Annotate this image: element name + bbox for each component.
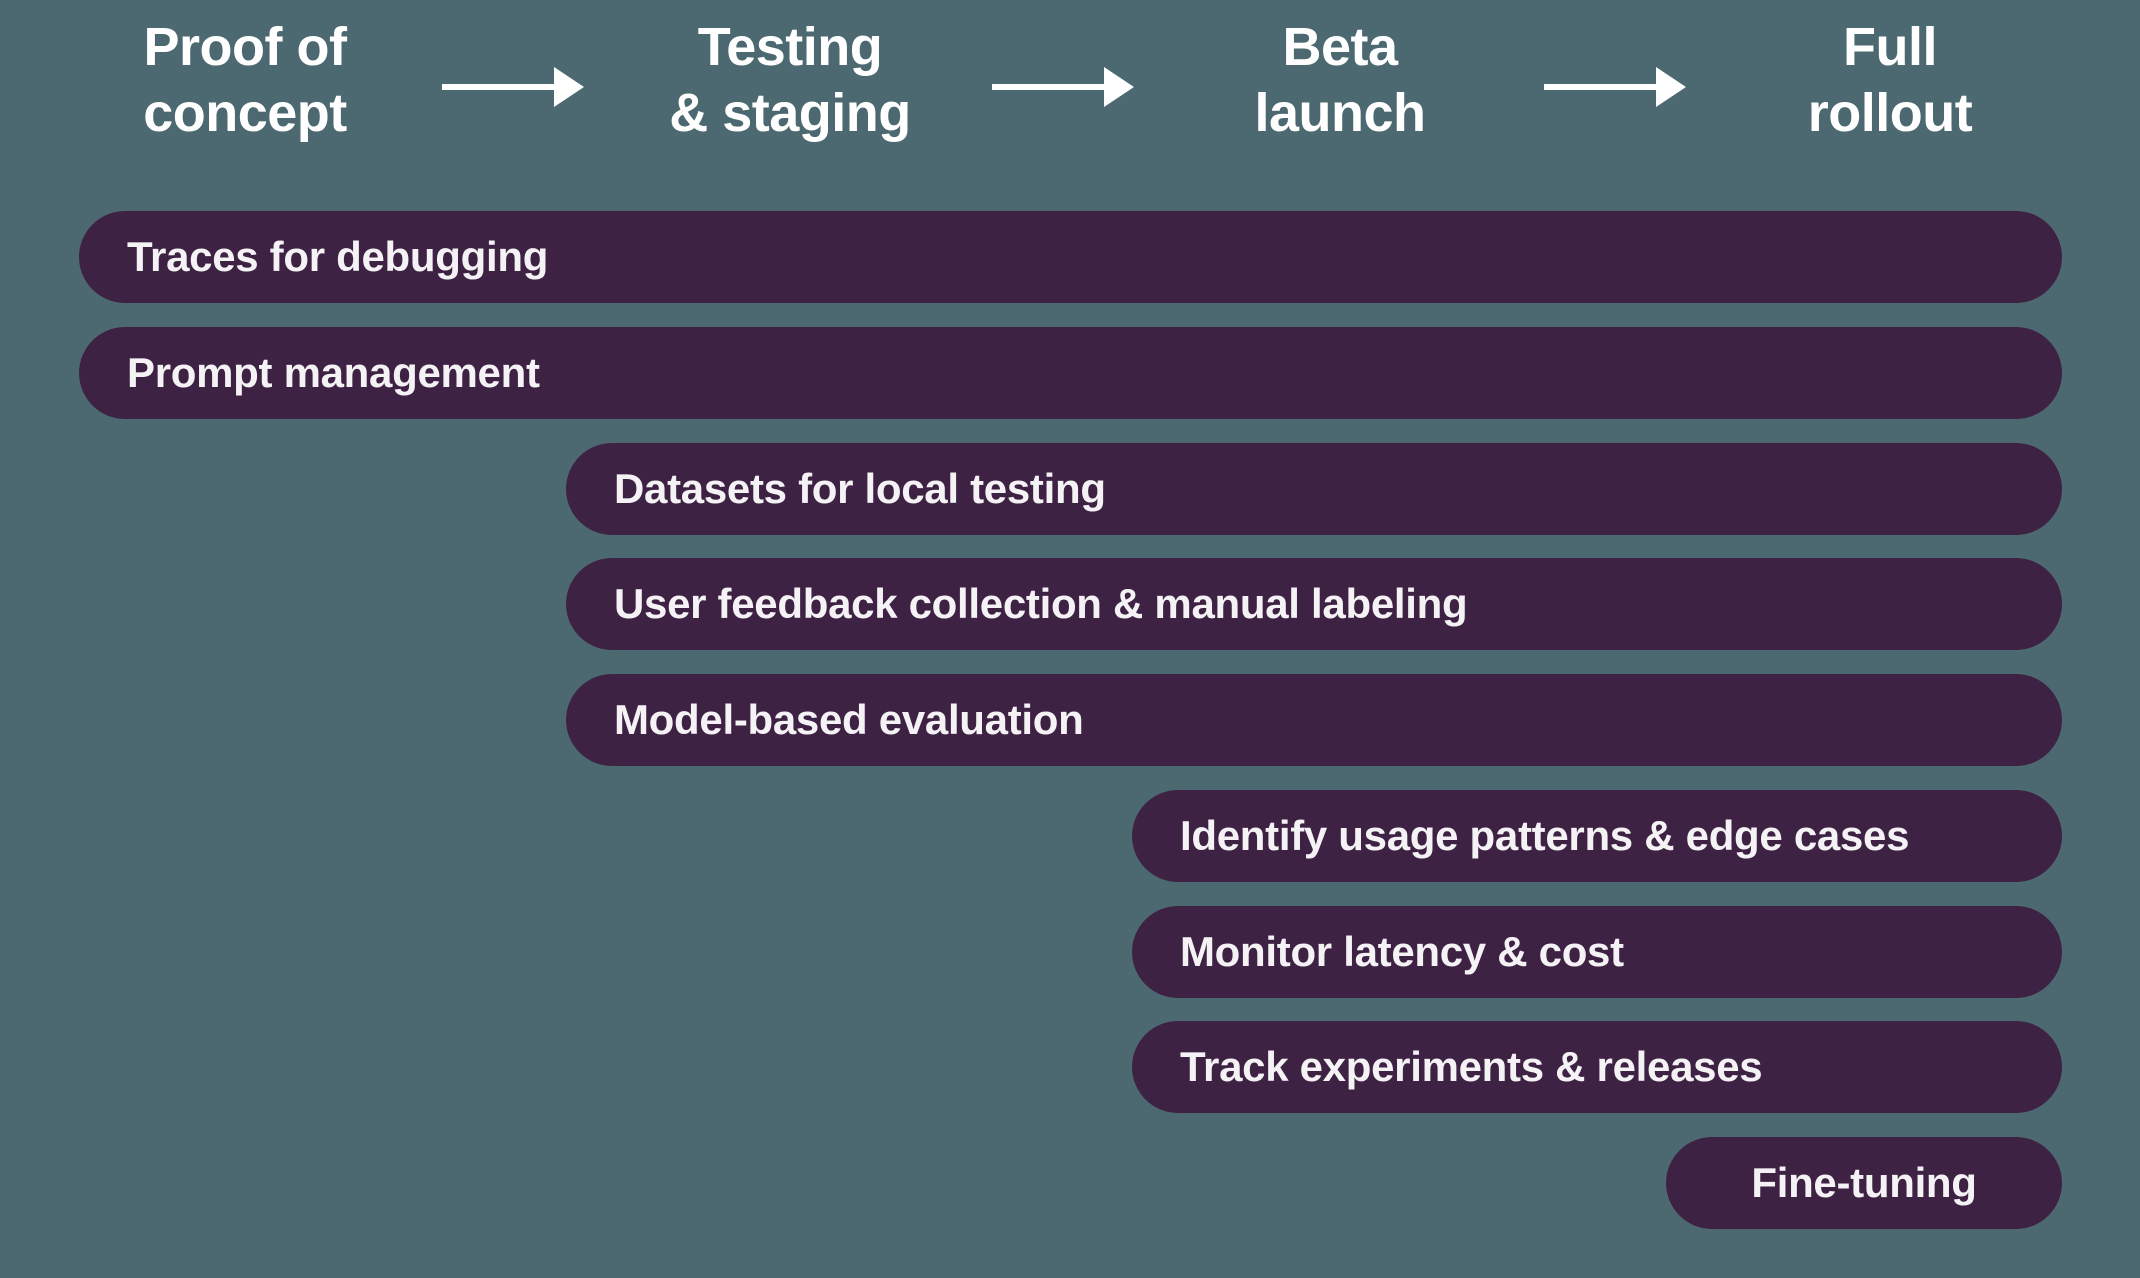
stage-label-line: Proof of (143, 17, 347, 77)
stage-label-line: & staging (669, 83, 911, 143)
stage-label-line: Beta (1282, 17, 1398, 77)
stage-label-line: concept (143, 83, 347, 143)
feature-bar: Traces for debugging (79, 211, 2062, 303)
feature-bar-label: Datasets for local testing (614, 465, 1106, 512)
arrow-right-icon (442, 67, 584, 107)
stage-label-testing-staging: Testing & staging (580, 14, 1000, 146)
feature-bar-label: Monitor latency & cost (1180, 928, 1624, 975)
feature-bar-label: Track experiments & releases (1180, 1043, 1763, 1090)
stage-label-line: Testing (697, 17, 883, 77)
stage-label-line: Full (1843, 17, 1937, 77)
arrow-right-icon (1544, 67, 1686, 107)
stage-label-proof-of-concept: Proof of concept (35, 14, 455, 146)
stage-label-full-rollout: Full rollout (1680, 14, 2100, 146)
stage-label-beta-launch: Beta launch (1130, 14, 1550, 146)
arrow-head (554, 67, 584, 107)
feature-bar: Monitor latency & cost (1132, 906, 2062, 998)
feature-bar-label: Identify usage patterns & edge cases (1180, 812, 1910, 859)
feature-bar-label: Fine-tuning (1751, 1159, 1977, 1206)
stage-label-line: launch (1254, 83, 1426, 143)
arrow-head (1656, 67, 1686, 107)
stage-label-line: rollout (1807, 83, 1973, 143)
feature-bar: Model-based evaluation (566, 674, 2062, 766)
feature-bar: Track experiments & releases (1132, 1021, 2062, 1113)
feature-bar: Datasets for local testing (566, 443, 2062, 535)
feature-bar: User feedback collection & manual labeli… (566, 558, 2062, 650)
feature-bar-label: User feedback collection & manual labeli… (614, 580, 1468, 627)
feature-bar: Prompt management (79, 327, 2062, 419)
feature-bar: Identify usage patterns & edge cases (1132, 790, 2062, 882)
feature-bar: Fine-tuning (1666, 1137, 2062, 1229)
feature-bar-label: Model-based evaluation (614, 696, 1084, 743)
arrow-shaft (442, 84, 556, 90)
arrow-head (1104, 67, 1134, 107)
arrow-shaft (992, 84, 1106, 90)
arrow-shaft (1544, 84, 1658, 90)
feature-bar-label: Traces for debugging (127, 233, 549, 280)
feature-bar-label: Prompt management (127, 349, 540, 396)
arrow-right-icon (992, 67, 1134, 107)
